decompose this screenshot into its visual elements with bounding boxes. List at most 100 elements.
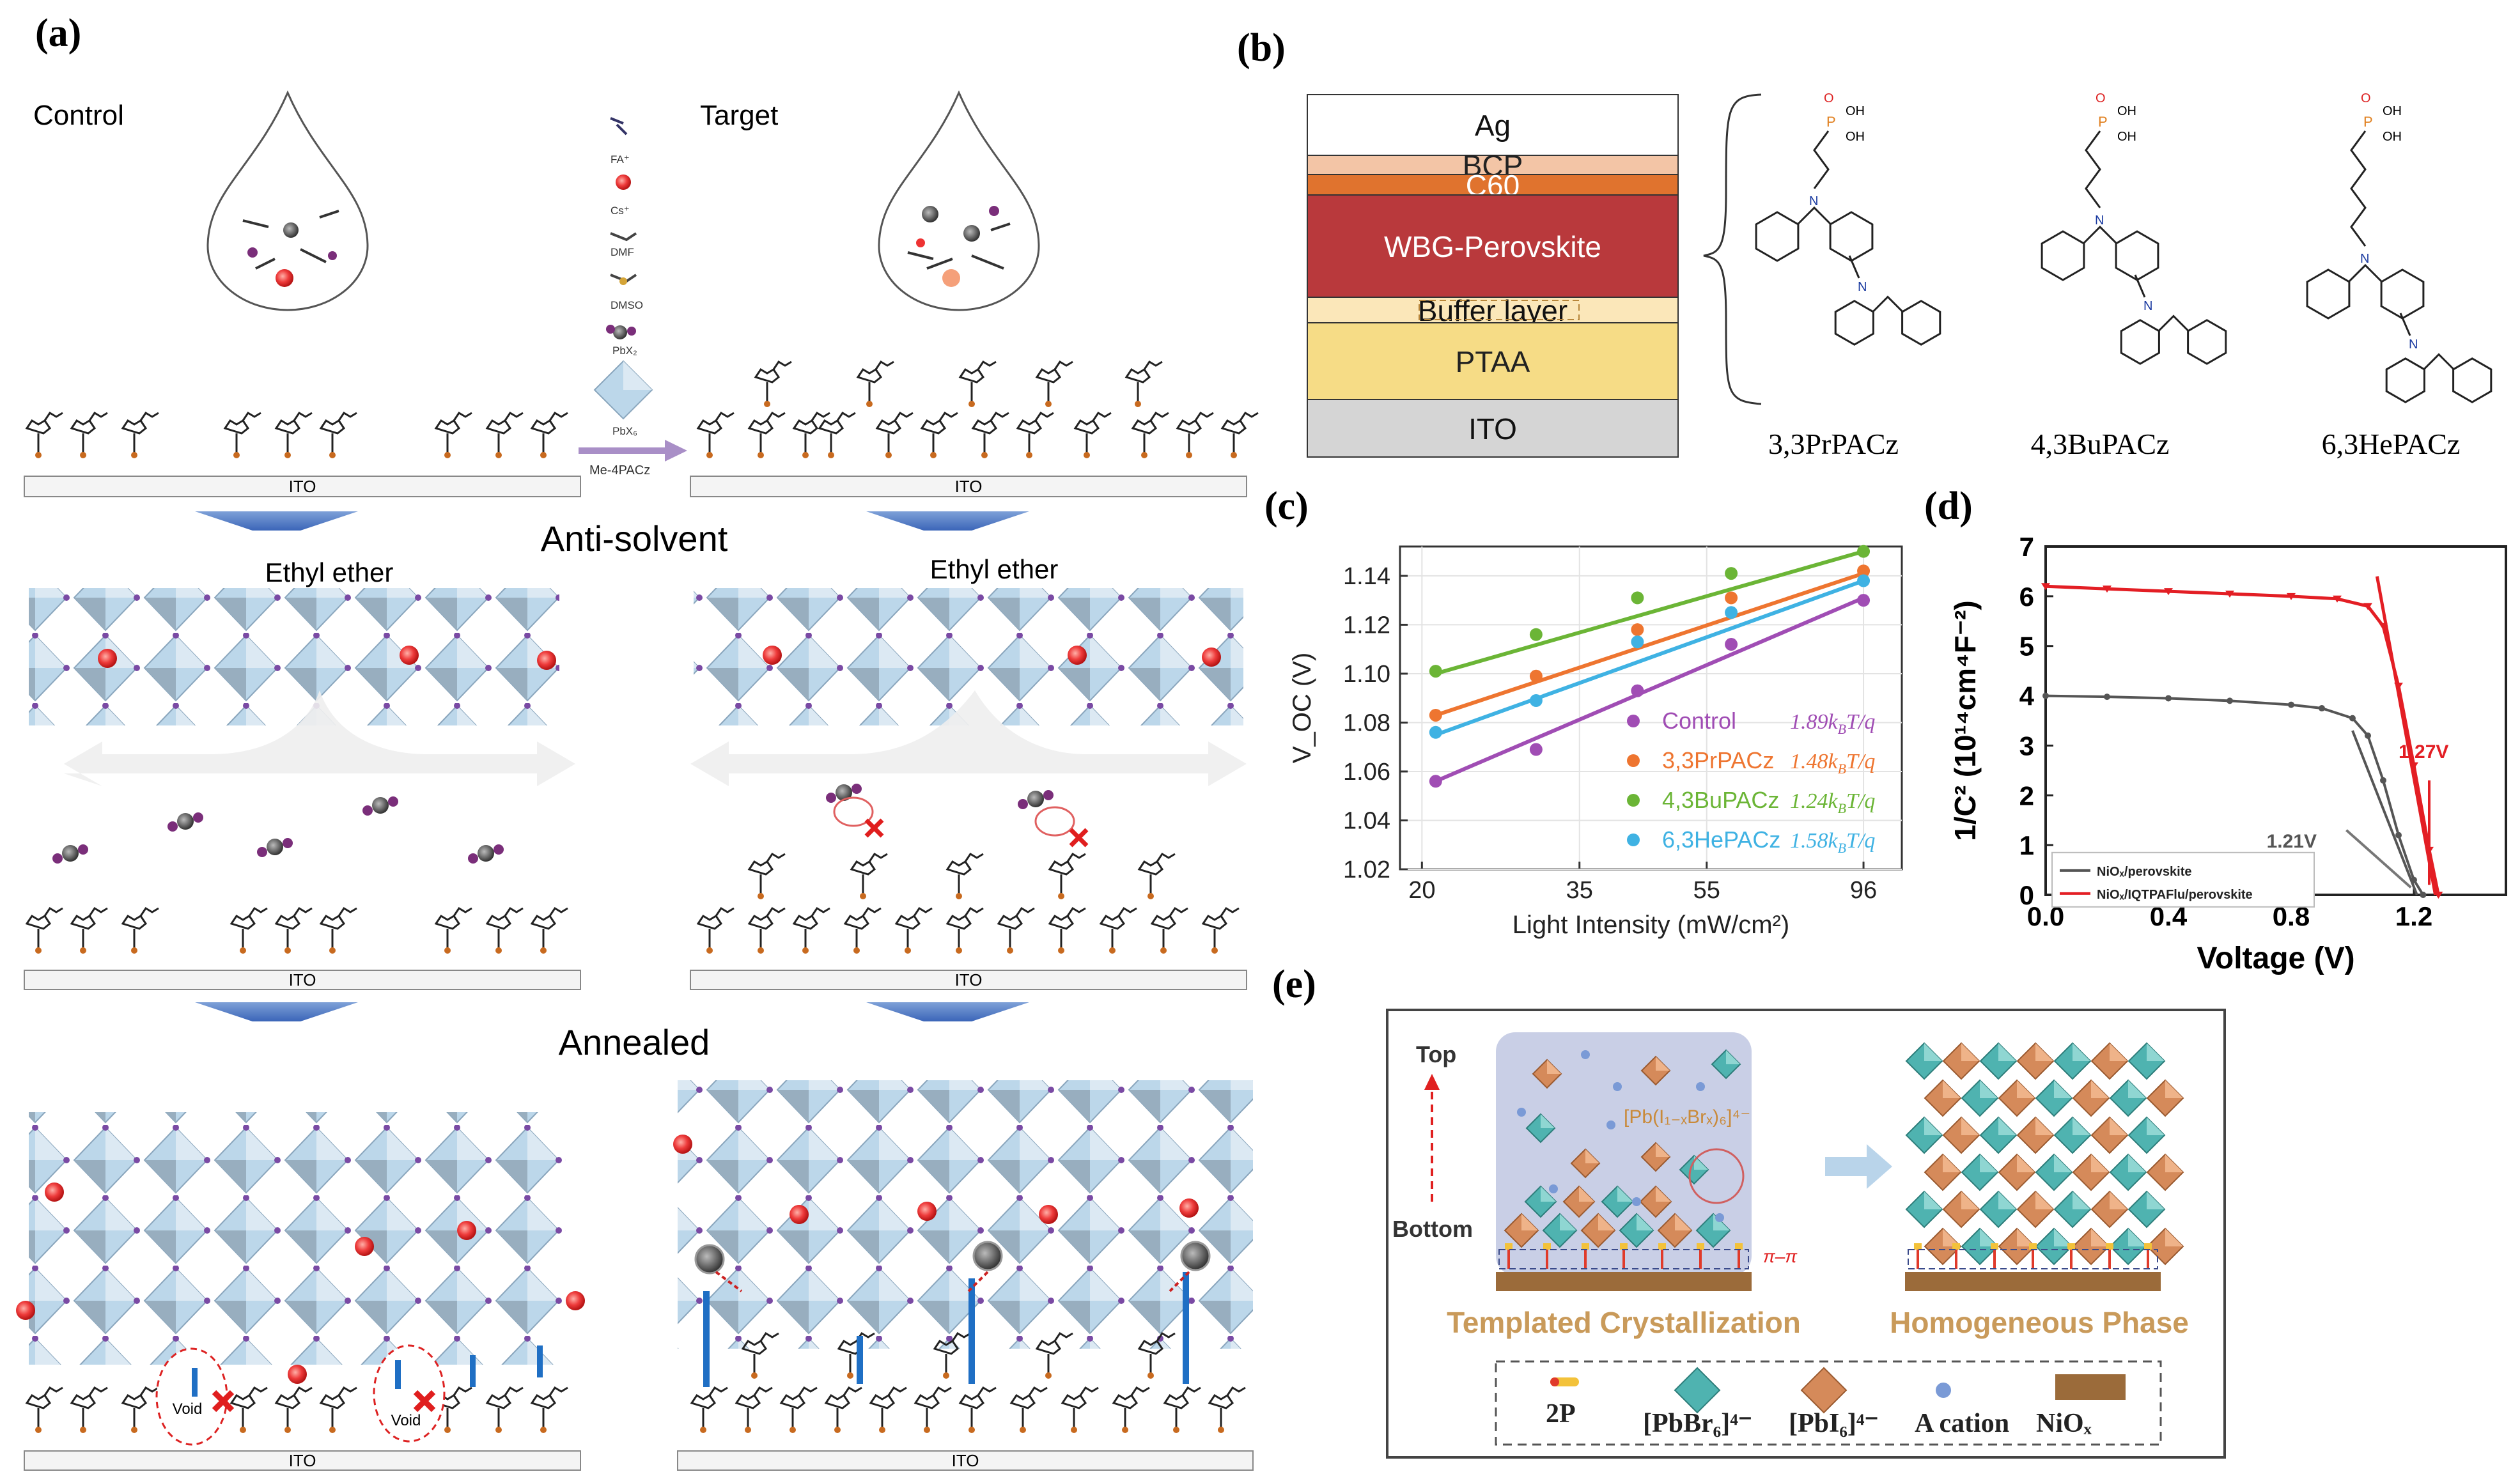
benzene-ring (2306, 268, 2351, 320)
legend-slope: 1.24kBT/q (1790, 789, 1875, 816)
bond (1848, 255, 1860, 279)
octahedron-facet (1579, 1186, 1594, 1202)
benzene-ring (2115, 230, 2159, 281)
sam-molecule (1061, 1393, 1087, 1409)
control-droplet (206, 90, 369, 311)
anchor-atom (1173, 1427, 1179, 1433)
y-tick-label: 1.14 (1343, 563, 1390, 590)
blocked-marks (833, 796, 1089, 848)
octahedron-facet (1637, 1214, 1653, 1230)
octahedron-facet (1694, 1156, 1708, 1170)
sam-molecule (70, 1393, 97, 1409)
anchor-atom (758, 452, 764, 458)
benzene-ring (1755, 211, 1800, 262)
sam-molecule (887, 1386, 907, 1396)
sam-molecule (715, 906, 735, 917)
legend-box (1495, 1360, 2162, 1446)
sam-molecule (504, 906, 524, 917)
sam-molecule (735, 1393, 761, 1409)
sam-molecule (139, 411, 159, 421)
octahedron-facet (1998, 1043, 2016, 1061)
antisolvent-flow-arrows (690, 690, 1247, 786)
legend-name: 3,3PrPACz (1662, 747, 1774, 773)
octahedron-facet (2054, 1154, 2072, 1172)
sam-molecule (121, 914, 148, 930)
data-point (2287, 593, 2296, 600)
anchor-atom (329, 947, 336, 954)
octahedron-facet (2017, 1154, 2035, 1172)
sam-molecule (964, 852, 984, 862)
a-cation (1549, 1184, 1558, 1193)
legend-name: 4,3BuPACz (1662, 787, 1779, 813)
oxygen: O (1824, 91, 1834, 105)
a-cation (1517, 1108, 1526, 1117)
tangent-reference (2351, 730, 2418, 896)
sam-molecule (997, 914, 1023, 930)
y-tick-label: 0 (2019, 880, 2034, 910)
benzene-ring (2385, 357, 2425, 403)
sam-molecule (453, 411, 472, 421)
anchor-atom (764, 401, 770, 407)
layer-label: Buffer layer (1418, 294, 1567, 327)
halide-atom (193, 812, 203, 823)
x-tick-label: 35 (1566, 877, 1593, 904)
octahedron-facet (1675, 1214, 1692, 1230)
octahedron-facet (1547, 1060, 1561, 1074)
void-label: Void (391, 1412, 421, 1429)
sam-molecule (1009, 1393, 1036, 1409)
y-tick-label: 1.10 (1343, 661, 1390, 688)
nitrogen: N (2095, 213, 2104, 228)
void-label: Void (173, 1400, 203, 1418)
sam-molecule (1048, 860, 1075, 876)
octahedron-facet (2091, 1080, 2109, 1098)
y-tick-label: 5 (2019, 632, 2034, 662)
2p-head (1543, 1243, 1551, 1250)
molecule-name-3: 6,3HePACz (2322, 428, 2461, 460)
sam-molecule (850, 860, 876, 876)
fit-line-3,3PrPACz (1435, 571, 1864, 717)
anchor-atom (240, 947, 246, 954)
anchor-atom (1045, 401, 1052, 407)
phosphorus: P (2098, 114, 2108, 130)
benzene-ring (2187, 319, 2227, 365)
sam-molecule (88, 1386, 108, 1396)
data-point (2395, 832, 2402, 839)
sam-molecule (1163, 1393, 1190, 1409)
sam-molecule (139, 906, 159, 917)
data-point (1429, 775, 1442, 788)
sam-molecule (1015, 906, 1035, 917)
layer-label: ITO (1468, 412, 1517, 446)
sam-molecule (715, 411, 735, 421)
ito-substrate-target-1 (690, 476, 1247, 497)
panel-b-label: (b) (1237, 26, 1286, 70)
ito-label: ITO (289, 477, 316, 496)
sam-molecule (875, 360, 894, 370)
octahedron-facet (1924, 1043, 1942, 1061)
voltage-annotation-iqtpaflu: 1.27V (2399, 741, 2448, 763)
panel-e: (e) Top Bottom [Pb(I₁₋ₓBrₓ)₆]⁴⁻ π–π Temp… (1272, 963, 2226, 1459)
sam-molecule (747, 860, 774, 876)
y-tick-label: 6 (2019, 582, 2034, 612)
anchor-atom (80, 452, 86, 458)
2p-head (1952, 1243, 1960, 1250)
sam-molecule (1131, 419, 1158, 435)
panel-a: (a) Control Target FA⁺ Cs⁺ (16, 12, 1259, 1471)
sam-molecule (229, 914, 256, 930)
2p-head (1991, 1243, 1998, 1250)
octahedron-facet (1924, 1191, 1942, 1209)
sam-molecule (504, 411, 524, 421)
sam-molecule (1181, 1386, 1201, 1396)
octahedron-facet (2110, 1117, 2127, 1135)
nio-layer-left (1496, 1272, 1752, 1291)
octahedron-facet (1980, 1154, 1998, 1172)
sam-molecule (1112, 1393, 1139, 1409)
2p-head (1914, 1243, 1922, 1250)
a-cation (1606, 1120, 1615, 1129)
x-tick-label: 96 (1850, 877, 1877, 904)
sam-molecule (1156, 1331, 1176, 1342)
layer-label: Ag (1475, 109, 1511, 143)
perovskite-film-target (678, 1080, 1253, 1349)
anchor-atom (700, 1427, 706, 1433)
sam-molecule (530, 419, 557, 435)
